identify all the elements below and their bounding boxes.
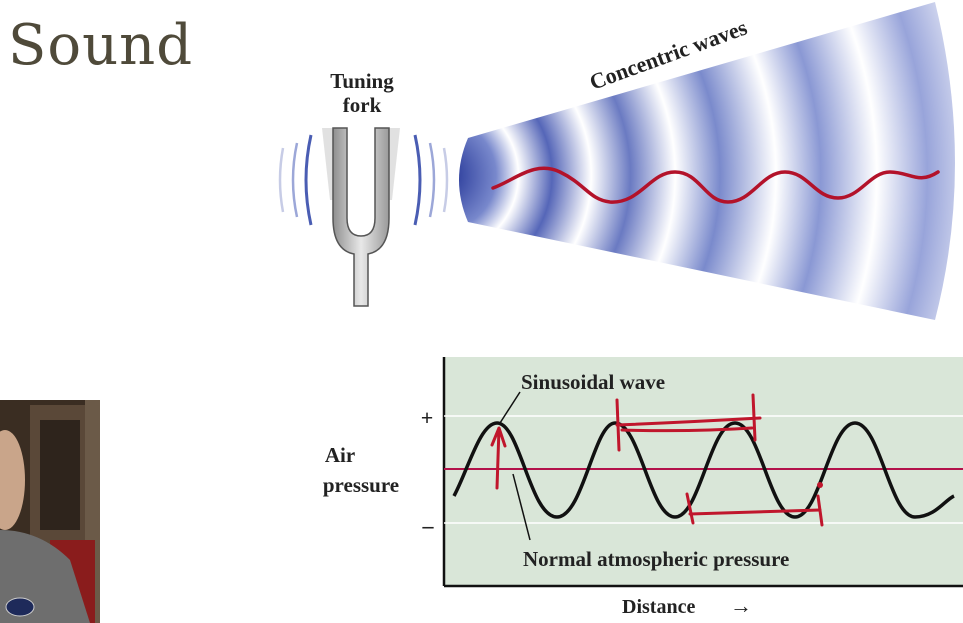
y-label-line1: Air bbox=[325, 443, 355, 467]
annotation-dot bbox=[817, 482, 823, 488]
slide-title: Sound bbox=[8, 13, 194, 78]
vibration-arc-icon bbox=[413, 134, 422, 226]
red-sine-wave bbox=[491, 166, 940, 204]
vibration-arc-icon bbox=[291, 142, 299, 218]
y-label-line2: pressure bbox=[323, 473, 399, 497]
x-arrow: → bbox=[730, 593, 752, 618]
webcam-inset bbox=[0, 400, 100, 623]
fork-label-line2: fork bbox=[343, 93, 382, 117]
tuning-fork-figure: Tuning fork Concentric waves bbox=[278, 2, 955, 320]
plus-tick: + bbox=[421, 405, 434, 430]
baseline-label: Normal atmospheric pressure bbox=[523, 547, 789, 571]
vibration-arc-icon bbox=[428, 142, 436, 218]
wave-leader bbox=[499, 391, 521, 424]
baseline-leader bbox=[512, 473, 531, 541]
logo-icon bbox=[5, 597, 35, 617]
minus-tick: – bbox=[422, 513, 435, 538]
vibration-arc-icon bbox=[278, 147, 285, 213]
wave-label: Sinusoidal wave bbox=[521, 370, 665, 394]
fork-label-line1: Tuning bbox=[330, 69, 394, 93]
vibration-arc-icon bbox=[304, 134, 313, 226]
vibration-arc-icon bbox=[442, 147, 449, 213]
tuning-fork-icon bbox=[322, 127, 400, 307]
sound-wave-cone bbox=[459, 2, 955, 320]
sinusoidal-wave bbox=[452, 421, 955, 519]
presenter-video bbox=[0, 400, 100, 623]
x-label: Distance bbox=[622, 596, 695, 618]
handwritten-annotation bbox=[490, 393, 824, 527]
pressure-wave-figure: Sinusoidal wave Normal atmospheric press… bbox=[323, 357, 963, 618]
